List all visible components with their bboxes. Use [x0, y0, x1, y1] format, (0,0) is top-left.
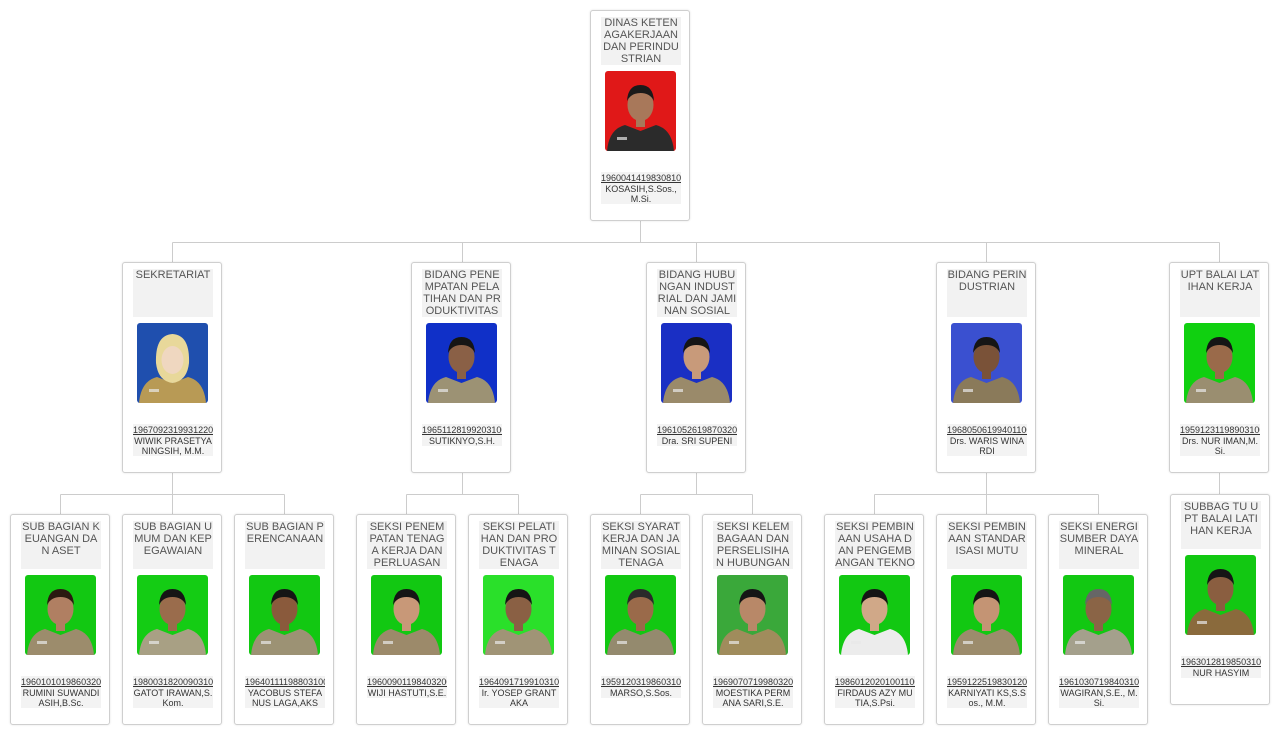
- node-nip[interactable]: 195912251983012001: [947, 676, 1027, 688]
- avatar: [1184, 323, 1255, 403]
- node-nip[interactable]: 195912311989031002: [1180, 424, 1260, 436]
- node-nip[interactable]: 196009011984032006: [367, 676, 447, 688]
- avatar: [605, 575, 676, 655]
- node-title: SUB BAGIAN PERENCANAAN: [245, 521, 325, 569]
- org-node[interactable]: SEKSI PEMBINAAN STANDARISASI MUTU 1959122…: [936, 514, 1036, 725]
- org-node[interactable]: SEKRETARIAT 196709231993122003WIWIK PRASE…: [122, 262, 222, 473]
- node-nip[interactable]: 196907071998032007: [713, 676, 793, 688]
- avatar: [661, 323, 732, 403]
- node-title: BIDANG PENEMPATAN PELATIHAN DAN PRODUKTI…: [422, 269, 502, 317]
- node-title: SEKSI PELATIHAN DAN PRODUKTIVITAS TENAGA: [479, 521, 559, 569]
- node-nip[interactable]: 195912031986031005: [601, 676, 681, 688]
- node-person-name: Drs. WARIS WINARDI: [947, 436, 1027, 456]
- avatar: [1185, 555, 1256, 635]
- avatar: [249, 575, 320, 655]
- node-person-name: MARSO,S.Sos.: [601, 688, 681, 698]
- node-nip[interactable]: 196103071984031005: [1059, 676, 1139, 688]
- org-node[interactable]: SEKSI ENERGI SUMBER DAYA MINERAL 19610307…: [1048, 514, 1148, 725]
- node-title: SEKRETARIAT: [133, 269, 213, 317]
- node-person-name: FIRDAUS AZY MUTIA,S.Psi.: [835, 688, 915, 708]
- node-nip[interactable]: 196409171991031007: [479, 676, 559, 688]
- org-node[interactable]: BIDANG PENEMPATAN PELATIHAN DAN PRODUKTI…: [411, 262, 511, 473]
- org-node[interactable]: BIDANG HUBUNGAN INDUSTRIAL DAN JAMINAN S…: [646, 262, 746, 473]
- node-title: BIDANG PERINDUSTRIAN: [947, 269, 1027, 317]
- node-person-name: WIWIK PRASETYANINGSIH, M.M.: [133, 436, 213, 456]
- node-title: UPT BALAI LATIHAN KERJA: [1180, 269, 1260, 317]
- node-title: SEKSI SYARAT KERJA DAN JAMINAN SOSIAL TE…: [601, 521, 681, 569]
- org-node[interactable]: SEKSI SYARAT KERJA DAN JAMINAN SOSIAL TE…: [590, 514, 690, 725]
- node-title: SEKSI KELEMBAGAAN DAN PERSELISIHAN HUBUN…: [713, 521, 793, 569]
- node-person-name: KARNIYATI KS,S.Sos., M.M.: [947, 688, 1027, 708]
- avatar: [137, 323, 208, 403]
- avatar: [951, 323, 1022, 403]
- node-title: SUB BAGIAN KEUANGAN DAN ASET: [21, 521, 101, 569]
- node-title: SEKSI ENERGI SUMBER DAYA MINERAL: [1059, 521, 1139, 569]
- avatar: [483, 575, 554, 655]
- node-person-name: NUR HASYIM: [1181, 668, 1261, 678]
- org-node[interactable]: DINAS KETENAGAKERJAAN DAN PERINDUSTRIAN 1…: [590, 10, 690, 221]
- node-title: SEKSI PEMBINAAN USAHA DAN PENGEMBANGAN T…: [835, 521, 915, 569]
- node-title: BIDANG HUBUNGAN INDUSTRIAL DAN JAMINAN S…: [657, 269, 737, 317]
- node-title: SUB BAGIAN UMUM DAN KEPEGAWAIAN: [133, 521, 213, 569]
- node-person-name: SUTIKNYO,S.H.: [422, 436, 502, 446]
- org-node[interactable]: SUB BAGIAN PERENCANAAN 196401111988031008…: [234, 514, 334, 725]
- org-node[interactable]: SEKSI PENEMPATAN TENAGA KERJA DAN PERLUA…: [356, 514, 456, 725]
- avatar: [137, 575, 208, 655]
- org-node[interactable]: SEKSI PEMBINAAN USAHA DAN PENGEMBANGAN T…: [824, 514, 924, 725]
- node-nip[interactable]: 196511281992031009: [422, 424, 502, 436]
- avatar: [371, 575, 442, 655]
- avatar: [605, 71, 676, 151]
- avatar: [839, 575, 910, 655]
- avatar: [426, 323, 497, 403]
- org-node[interactable]: SUB BAGIAN KEUANGAN DAN ASET 196010101986…: [10, 514, 110, 725]
- node-title: SEKSI PENEMPATAN TENAGA KERJA DAN PERLUA…: [367, 521, 447, 569]
- org-node[interactable]: SUBBAG TU UPT BALAI LATIHAN KERJA 1963012…: [1170, 494, 1270, 705]
- org-node[interactable]: BIDANG PERINDUSTRIAN 196805061994011001Dr…: [936, 262, 1036, 473]
- node-nip[interactable]: 196010101986032006: [21, 676, 101, 688]
- node-nip[interactable]: 196401111988031008: [245, 676, 325, 688]
- node-nip[interactable]: 198003182009031003: [133, 676, 213, 688]
- node-person-name: KOSASIH,S.Sos., M.Si.: [601, 184, 681, 204]
- node-nip[interactable]: 19600414198308100: [601, 172, 681, 184]
- org-node[interactable]: SUB BAGIAN UMUM DAN KEPEGAWAIAN 198003182…: [122, 514, 222, 725]
- node-nip[interactable]: 196105261987032005: [657, 424, 737, 436]
- node-person-name: GATOT IRAWAN,S.Kom.: [133, 688, 213, 708]
- node-nip[interactable]: 196805061994011001: [947, 424, 1027, 436]
- node-nip[interactable]: 196709231993122003: [133, 424, 213, 436]
- org-node[interactable]: SEKSI PELATIHAN DAN PRODUKTIVITAS TENAGA…: [468, 514, 568, 725]
- node-nip[interactable]: 196301281985031009: [1181, 656, 1261, 668]
- node-person-name: Drs. NUR IMAN,M.Si.: [1180, 436, 1260, 456]
- avatar: [25, 575, 96, 655]
- avatar: [717, 575, 788, 655]
- avatar: [951, 575, 1022, 655]
- node-person-name: WAGIRAN,S.E., M.Si.: [1059, 688, 1139, 708]
- node-person-name: MOESTIKA PERMANA SARI,S.E.: [713, 688, 793, 708]
- node-title: SUBBAG TU UPT BALAI LATIHAN KERJA: [1181, 501, 1261, 549]
- org-node[interactable]: UPT BALAI LATIHAN KERJA 19591231198903100…: [1169, 262, 1269, 473]
- node-person-name: RUMINI SUWANDIASIH,B.Sc.: [21, 688, 101, 708]
- org-node[interactable]: SEKSI KELEMBAGAAN DAN PERSELISIHAN HUBUN…: [702, 514, 802, 725]
- node-person-name: WIJI HASTUTI,S.E.: [367, 688, 447, 698]
- node-nip[interactable]: 198601202010011004: [835, 676, 915, 688]
- node-person-name: YACOBUS STEFANUS LAGA,AKS: [245, 688, 325, 708]
- avatar: [1063, 575, 1134, 655]
- node-person-name: Dra. SRI SUPENI: [657, 436, 737, 446]
- node-person-name: Ir. YOSEP GRANTAKA: [479, 688, 559, 708]
- node-title: SEKSI PEMBINAAN STANDARISASI MUTU: [947, 521, 1027, 569]
- node-title: DINAS KETENAGAKERJAAN DAN PERINDUSTRIAN: [601, 17, 681, 65]
